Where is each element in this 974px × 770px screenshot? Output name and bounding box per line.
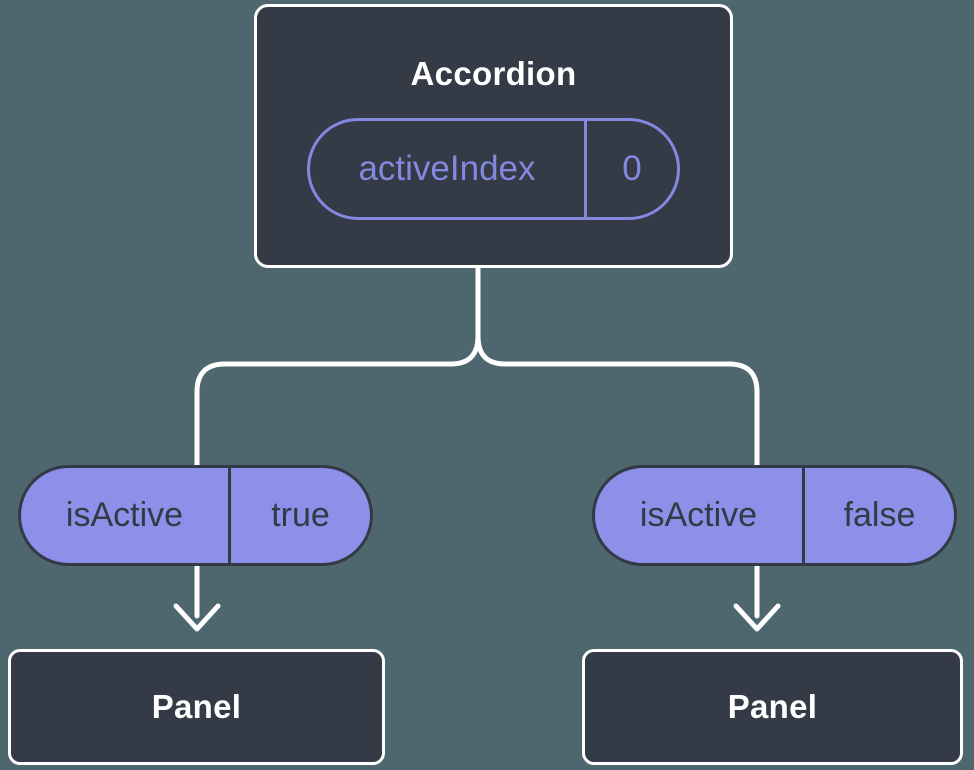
accordion-node: Accordion activeIndex 0 xyxy=(254,4,733,268)
prop-value-label: true xyxy=(271,496,330,534)
accordion-node-title: Accordion xyxy=(410,55,577,92)
prop-name-label: isActive xyxy=(595,468,805,563)
branch-line-right xyxy=(475,265,760,619)
state-name-label: activeIndex xyxy=(310,121,587,217)
panel-node-left: Panel xyxy=(8,649,385,765)
arrow-down-right-icon xyxy=(733,603,781,632)
prop-value-label: false xyxy=(843,496,916,534)
branch-line-left xyxy=(194,265,481,619)
state-value-label: 0 xyxy=(622,149,642,188)
panel-node-right: Panel xyxy=(582,649,963,765)
state-pill-activeindex: activeIndex 0 xyxy=(307,118,680,220)
prop-pill-isactive-true: isActive true xyxy=(18,465,373,566)
prop-name-label: isActive xyxy=(21,468,231,563)
panel-node-label: Panel xyxy=(727,688,818,725)
arrow-down-left-icon xyxy=(173,603,221,632)
prop-pill-isactive-false: isActive false xyxy=(592,465,957,566)
panel-node-label: Panel xyxy=(151,688,242,725)
